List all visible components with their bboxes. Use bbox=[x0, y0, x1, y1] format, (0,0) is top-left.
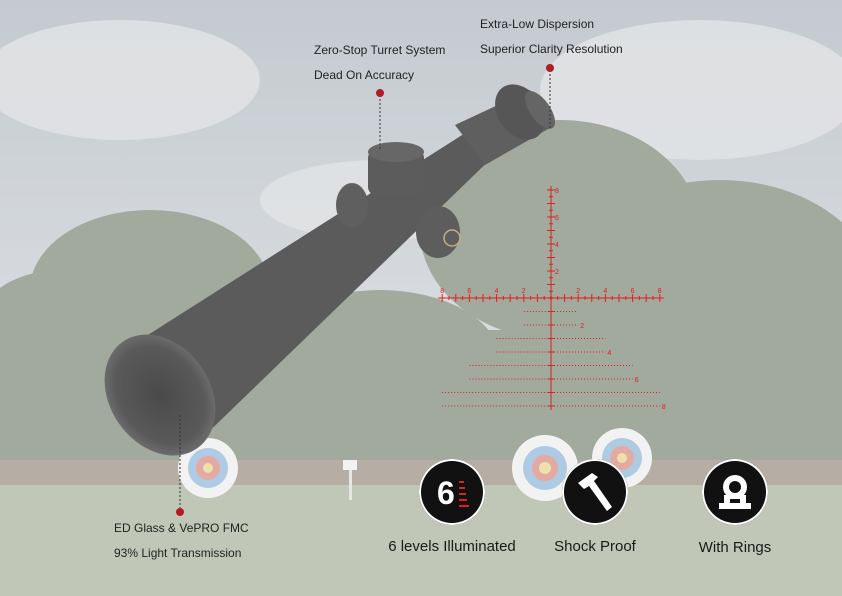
svg-text:6: 6 bbox=[437, 475, 455, 511]
reticle-horizontal-label: 2 bbox=[576, 288, 580, 295]
reticle-vertical-label: 6 bbox=[555, 215, 559, 222]
callout-turret-line2: Dead On Accuracy bbox=[314, 68, 415, 82]
feature-label-rings: With Rings bbox=[698, 539, 772, 556]
callout-turret-line1: Zero-Stop Turret System bbox=[314, 43, 446, 57]
reticle-vertical-label: 8 bbox=[555, 188, 559, 195]
reticle-horizontal-label: 8 bbox=[658, 288, 662, 295]
callout-eyepiece-line2: Superior Clarity Resolution bbox=[480, 42, 623, 56]
hammer-icon bbox=[562, 459, 628, 525]
callout-dot-eyepiece bbox=[546, 64, 554, 72]
callout-dot-turret bbox=[376, 89, 384, 97]
callout-objective-line1: ED Glass & VePRO FMC bbox=[114, 521, 249, 535]
reticle-vertical-label: 4 bbox=[555, 242, 559, 249]
callout-lines bbox=[176, 64, 554, 516]
holdover-label: 8 bbox=[662, 404, 666, 411]
illumination-levels-icon: 6 bbox=[419, 459, 485, 525]
reticle-horizontal-label: 6 bbox=[631, 288, 635, 295]
reticle-diagram: 8 6 4 2 8 6 4 2 2 4 6 8 2 4 6 8 bbox=[438, 185, 666, 411]
reticle-horizontal-label: 4 bbox=[495, 288, 499, 295]
callout-eyepiece-line1: Extra-Low Dispersion bbox=[480, 17, 595, 31]
rifle-scope bbox=[104, 84, 556, 456]
scope-ring-icon bbox=[702, 459, 768, 525]
holdover-label: 6 bbox=[635, 377, 639, 384]
feature-label-shock-proof: Shock Proof bbox=[554, 538, 636, 555]
reticle-horizontal-label: 6 bbox=[467, 288, 471, 295]
callout-dot-objective bbox=[176, 508, 184, 516]
reticle-horizontal-label: 2 bbox=[522, 288, 526, 295]
feature-label-illuminated: 6 levels Illuminated bbox=[388, 538, 516, 555]
callout-objective-line2: 93% Light Transmission bbox=[114, 546, 242, 560]
reticle-vertical-label: 2 bbox=[555, 269, 559, 276]
holdover-label: 4 bbox=[607, 350, 611, 357]
reticle-center-dot bbox=[549, 296, 553, 300]
archery-targets bbox=[178, 428, 652, 501]
reticle-horizontal-label: 4 bbox=[603, 288, 607, 295]
reticle-horizontal-label: 8 bbox=[440, 288, 444, 295]
holdover-label: 2 bbox=[580, 323, 584, 330]
